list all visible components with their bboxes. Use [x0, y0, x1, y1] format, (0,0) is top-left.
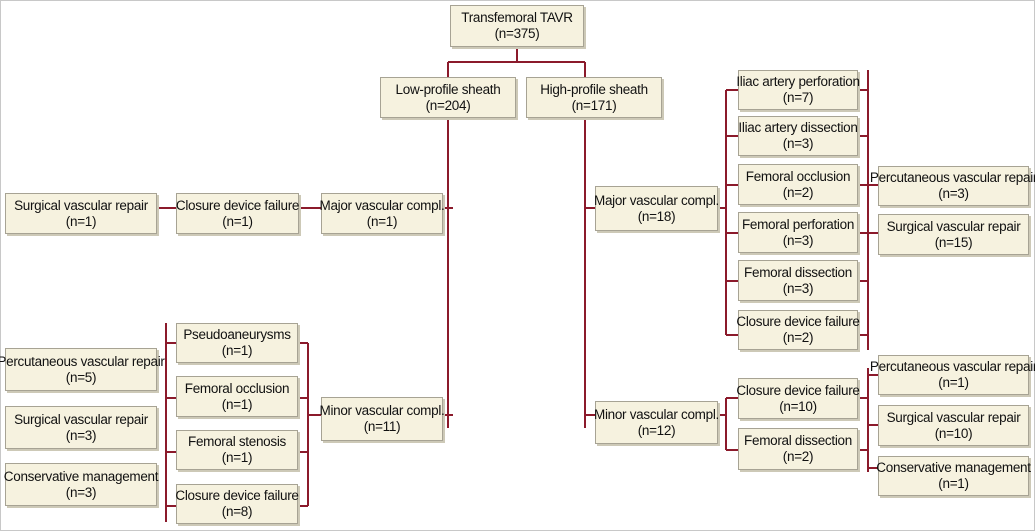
node-title: Surgical vascular repair: [14, 411, 148, 427]
node-count: (n=1): [221, 343, 253, 358]
node-count: (n=3): [782, 280, 814, 296]
node-count: (n=171): [571, 97, 617, 113]
node-title: Surgical vascular repair: [886, 218, 1021, 234]
connector-low-minor-treatments: [165, 323, 176, 522]
root-count: (n=375): [494, 26, 540, 41]
node-title: Surgical vascular repair: [14, 197, 148, 213]
node-title: High-profile sheath: [540, 81, 648, 97]
node-count: (n=2): [782, 330, 814, 345]
node-count: (n=1): [938, 476, 969, 491]
node-count: (n=7): [782, 90, 814, 105]
high-major-cause-node: Femoral dissection (n=3): [738, 260, 858, 301]
node-title: Closure device failure: [175, 488, 299, 503]
node-title: Femoral occlusion: [184, 380, 290, 396]
node-title: Surgical vascular repair: [886, 409, 1021, 425]
node-count: (n=3): [65, 484, 97, 500]
node-count: (n=12): [637, 422, 676, 438]
node-count: (n=10): [934, 425, 973, 441]
low-minor-cause-node: Pseudoaneurysms (n=1): [176, 323, 298, 363]
node-title: Iliac artery perforation: [736, 74, 860, 89]
node-count: (n=2): [782, 449, 814, 464]
low-minor-treatment-node: Surgical vascular repair (n=3): [5, 406, 157, 449]
node-title: Pseudoaneurysms: [183, 327, 291, 342]
low-minor-cause-node: Closure device failure (n=8): [175, 484, 299, 524]
node-count: (n=8): [221, 504, 253, 519]
connector-high-minor-causes: [718, 397, 738, 451]
node-title: Femoral dissection: [744, 264, 852, 280]
connector-high-trunk: [584, 118, 595, 428]
high-major-node: Major vascular compl. (n=18): [594, 186, 719, 231]
node-title: Minor vascular compl.: [594, 406, 719, 422]
node-title: Femoral stenosis: [188, 434, 286, 449]
node-count: (n=3): [938, 186, 969, 201]
node-title: Conservative management: [3, 468, 159, 484]
root-title: Transfemoral TAVR: [461, 10, 573, 25]
connector-low-minor-causes: [298, 342, 321, 507]
high-major-treatment-node: Surgical vascular repair (n=15): [878, 214, 1029, 255]
low-minor-cause-node: Femoral occlusion (n=1): [176, 376, 298, 417]
node-title: Percutaneous vascular repair: [869, 359, 1035, 374]
node-count: (n=5): [65, 369, 97, 385]
node-count: (n=2): [782, 184, 814, 200]
node-title: Femoral occlusion: [745, 168, 851, 184]
low-minor-cause-node: Femoral stenosis (n=1): [176, 430, 298, 470]
high-major-cause-node: Iliac artery dissection (n=3): [738, 116, 858, 156]
node-count: (n=3): [65, 427, 97, 443]
low-major-cause-node: Closure device failure (n=1): [176, 193, 299, 234]
node-title: Percutaneous vascular repair: [0, 353, 165, 369]
low-profile-sheath-node: Low-profile sheath (n=204): [380, 77, 516, 118]
node-title: Closure device failure: [175, 197, 300, 213]
node-count: (n=1): [366, 213, 398, 229]
high-major-cause-node: Closure device failure (n=2): [736, 310, 860, 350]
node-count: (n=1): [65, 213, 97, 229]
node-count: (n=1): [222, 213, 253, 229]
node-count: (n=3): [782, 232, 814, 248]
high-minor-treatment-node: Percutaneous vascular repair (n=1): [870, 355, 1035, 395]
node-count: (n=204): [425, 97, 471, 113]
node-count: (n=1): [938, 375, 969, 390]
connector-low-trunk: [443, 118, 453, 428]
node-title: Major vascular compl.: [594, 192, 719, 208]
node-title: Low-profile sheath: [395, 81, 501, 97]
high-major-cause-node: Iliac artery perforation (n=7): [736, 70, 860, 110]
node-count: (n=18): [637, 208, 676, 224]
high-profile-sheath-node: High-profile sheath (n=171): [526, 77, 662, 118]
high-minor-cause-node: Femoral dissection (n=2): [738, 428, 858, 470]
low-major-node: Major vascular compl. (n=1): [319, 193, 445, 234]
high-major-cause-node: Femoral perforation (n=3): [738, 212, 858, 253]
high-minor-node: Minor vascular compl. (n=12): [594, 401, 719, 444]
low-minor-node: Minor vascular compl. (n=11): [319, 397, 445, 441]
low-minor-treatment-node: Conservative management (n=3): [3, 463, 159, 506]
connector-high-minor-treatments: [858, 368, 878, 472]
node-count: (n=11): [363, 419, 401, 434]
high-major-cause-node: Femoral occlusion (n=2): [738, 164, 858, 205]
node-title: Femoral perforation: [741, 216, 855, 232]
node-title: Minor vascular compl.: [319, 403, 445, 418]
node-title: Closure device failure: [736, 382, 860, 398]
low-minor-treatment-node: Percutaneous vascular repair (n=5): [0, 348, 165, 391]
node-title: Percutaneous vascular repair: [869, 170, 1035, 185]
high-minor-treatment-node: Surgical vascular repair (n=10): [878, 405, 1029, 446]
node-title: Femoral dissection: [744, 433, 852, 448]
connector-root: [447, 46, 586, 77]
node-count: (n=1): [221, 396, 253, 412]
node-title: Closure device failure: [736, 314, 860, 329]
node-title: Major vascular compl.: [319, 197, 445, 213]
high-major-treatment-node: Percutaneous vascular repair (n=3): [870, 166, 1035, 206]
node-count: (n=15): [934, 234, 973, 250]
node-count: (n=10): [779, 398, 817, 414]
node-title: Conservative management: [876, 460, 1031, 475]
root-node: Transfemoral TAVR (n=375): [450, 5, 584, 47]
connector-high-major-treatments: [858, 70, 878, 350]
node-count: (n=3): [782, 136, 814, 151]
connector-high-major-causes: [718, 89, 738, 336]
high-minor-cause-node: Closure device failure (n=10): [736, 378, 860, 419]
node-title: Iliac artery dissection: [738, 120, 858, 135]
high-minor-treatment-node: Conservative management (n=1): [876, 456, 1031, 496]
node-count: (n=1): [221, 450, 253, 465]
low-major-treatment-node: Surgical vascular repair (n=1): [5, 193, 157, 234]
